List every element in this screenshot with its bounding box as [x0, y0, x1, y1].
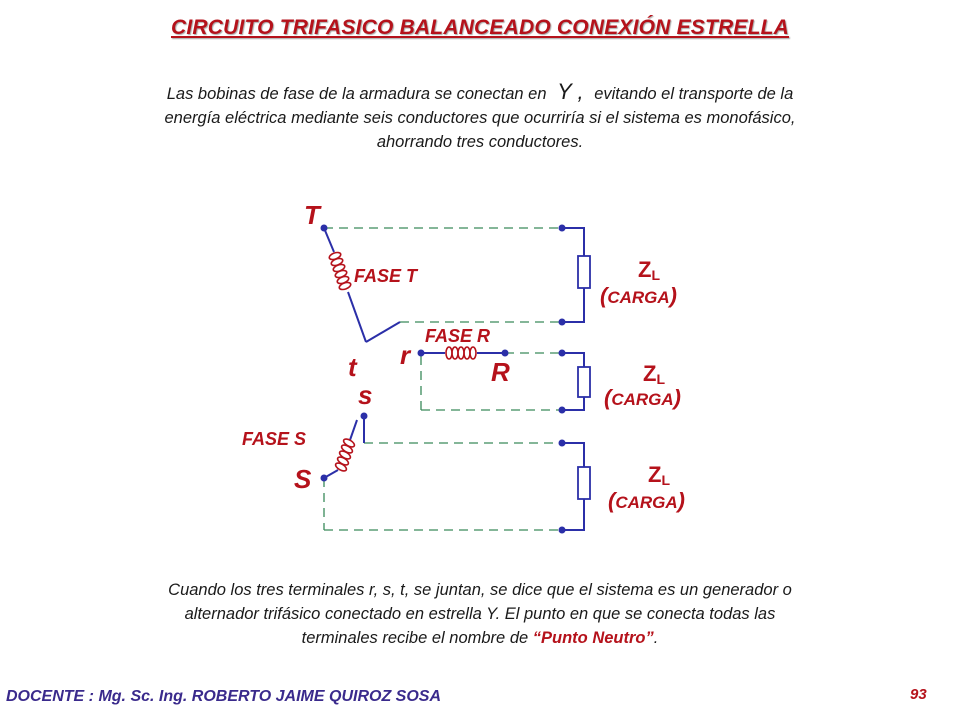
intro-y-symbol: Y , — [557, 79, 584, 104]
load3-label: ZL (CARGA) — [608, 462, 685, 513]
wire-t-lower — [347, 291, 367, 343]
load2-wire-bottom — [562, 397, 585, 411]
intro-line3: ahorrando tres conductores. — [376, 133, 584, 151]
load3-wire-top — [562, 442, 585, 467]
load2-label: ZL (CARGA) — [604, 361, 681, 410]
load3-resistor — [577, 466, 591, 500]
dot-load2-bottom — [558, 406, 566, 414]
coil-fase-t-icon — [328, 251, 352, 291]
conclusion-line2: alternador trifásico conectado en estrel… — [184, 605, 776, 623]
label-terminal-r: r — [400, 340, 412, 370]
load3-sub: L — [661, 472, 670, 488]
footer-author: DOCENTE : Mg. Sc. Ing. ROBERTO JAIME QUI… — [6, 688, 441, 705]
load2-z: Z — [643, 361, 656, 386]
load1-z: Z — [638, 257, 651, 282]
phase-coils — [328, 251, 477, 472]
conclusion-paragraph: Cuando los tres terminales r, s, t, se j… — [60, 578, 900, 650]
load2-paren-open: ( — [604, 385, 614, 410]
dot-load2-top — [558, 349, 566, 357]
svg-text:ZL: ZL — [643, 361, 665, 387]
coil-fase-r-icon — [445, 346, 477, 360]
load3-paren-open: ( — [608, 488, 618, 513]
solid-wires — [323, 227, 585, 531]
conclusion-line3a: terminales recibe el nombre de — [301, 629, 529, 647]
label-terminal-s: s — [358, 380, 372, 410]
wire-t-upper — [323, 227, 335, 253]
dot-r — [417, 349, 425, 357]
load1-wire-top — [562, 227, 585, 256]
label-terminal-S: S — [294, 464, 312, 494]
load-resistors — [577, 255, 591, 500]
load2-resistor — [577, 366, 591, 398]
intro-line2: energía eléctrica mediante seis conducto… — [164, 109, 796, 127]
dashed-wires — [323, 227, 562, 531]
label-fase-r: FASE R — [425, 326, 490, 346]
dot-load3-bottom — [558, 526, 566, 534]
page-number: 93 — [910, 686, 927, 703]
dot-R — [501, 349, 509, 357]
label-terminal-t: t — [348, 352, 358, 382]
load1-paren-open: ( — [600, 283, 610, 308]
label-fase-t: FASE T — [354, 266, 419, 286]
load3-paren-close: ) — [676, 488, 685, 513]
intro-part1: Las bobinas de fase de la armadura se co… — [166, 85, 547, 103]
load1-carga: CARGA — [607, 288, 669, 307]
wire-neutral-link — [365, 321, 401, 343]
load1-label: ZL (CARGA) — [600, 257, 677, 308]
load1-paren-close: ) — [668, 283, 677, 308]
coil-fase-s-icon — [334, 438, 356, 472]
svg-text:(CARGA): (CARGA) — [604, 385, 681, 410]
label-terminal-T: T — [304, 200, 322, 230]
load3-carga: CARGA — [615, 493, 677, 512]
load1-wire-bottom — [562, 288, 585, 323]
svg-text:(CARGA): (CARGA) — [600, 283, 677, 308]
load2-carga: CARGA — [611, 390, 673, 409]
load1-resistor — [577, 255, 591, 289]
load2-paren-close: ) — [672, 385, 681, 410]
load2-sub: L — [656, 371, 665, 387]
label-terminal-R: R — [491, 357, 510, 387]
label-fase-s: FASE S — [242, 429, 306, 449]
dot-s — [360, 412, 368, 420]
intro-part2: evitando el transporte de la — [594, 85, 794, 103]
conclusion-line3b: . — [653, 629, 659, 647]
svg-text:ZL: ZL — [648, 462, 670, 488]
dot-load1-top — [558, 224, 566, 232]
wire-s-upper — [349, 419, 358, 441]
svg-text:(CARGA): (CARGA) — [608, 488, 685, 513]
load3-z: Z — [648, 462, 661, 487]
dot-T — [320, 224, 328, 232]
dot-load1-bottom — [558, 318, 566, 326]
terminal-dots — [320, 224, 566, 534]
conclusion-line1: Cuando los tres terminales r, s, t, se j… — [168, 581, 792, 599]
dot-S — [320, 474, 328, 482]
load3-wire-bottom — [562, 499, 585, 531]
svg-text:ZL: ZL — [638, 257, 660, 283]
dot-load3-top — [558, 439, 566, 447]
load2-wire-top — [562, 352, 585, 367]
punto-neutro-emphasis: “Punto Neutro” — [532, 629, 654, 647]
intro-paragraph: Las bobinas de fase de la armadura se co… — [60, 80, 900, 154]
page-title: CIRCUITO TRIFASICO BALANCEADO CONEXIÓN E… — [170, 16, 790, 39]
load1-sub: L — [651, 267, 660, 283]
